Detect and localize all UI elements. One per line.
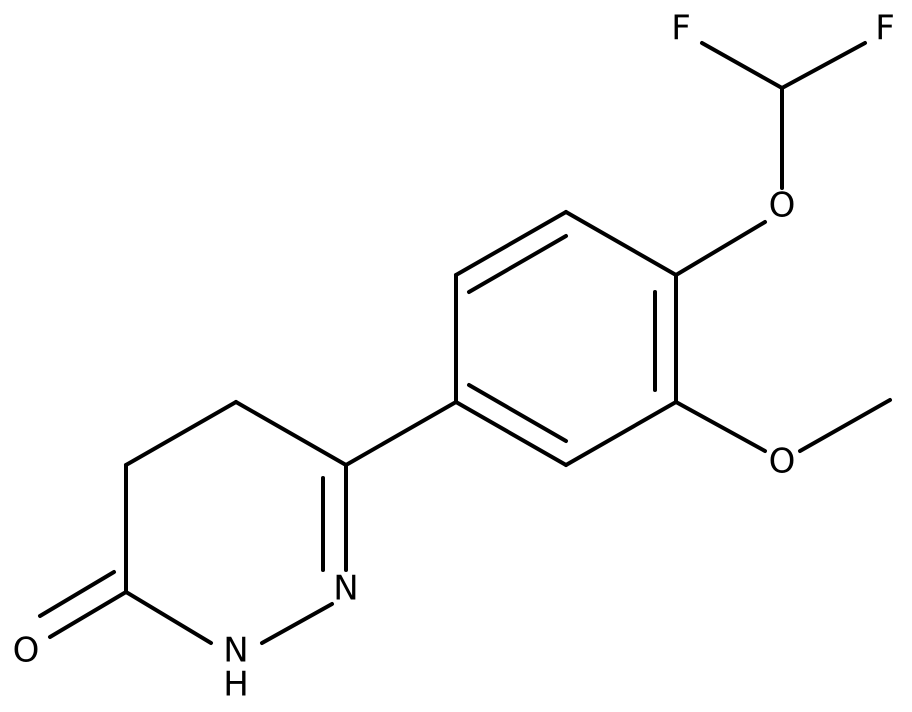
bond-c4-o-methoxy: [674, 400, 767, 453]
bond-f1-chf2: [700, 41, 784, 90]
oxygen-label-methoxy: O: [769, 442, 796, 482]
bond-ar-c5-c6-inner: [467, 383, 568, 443]
bond-ar-c5-c6: [454, 400, 568, 467]
bond-aryl-link: [344, 400, 458, 467]
bond-n2-c3: [124, 590, 213, 645]
hydrogen-label-amide: H: [223, 665, 249, 705]
bond-o-methoxy-ch3: [798, 398, 892, 453]
bond-ar-c4-c5: [564, 400, 678, 467]
bond-ar-c1-c2-inner: [467, 234, 568, 294]
bond-ar-c2-c3: [564, 210, 678, 277]
bond-c5-c4: [124, 400, 238, 467]
oxygen-label-ether: O: [769, 186, 796, 226]
fluorine-label-right: F: [875, 9, 895, 49]
bond-o-ether-c4: [674, 220, 767, 277]
bond-n1-n2: [260, 602, 334, 645]
nitrogen-label-amide: N: [223, 631, 248, 671]
bond-c6-c5: [234, 400, 348, 467]
oxygen-label-carbonyl: O: [13, 631, 40, 671]
nitrogen-label-imine: N: [333, 569, 358, 609]
bond-ar-c1-c2: [454, 210, 568, 277]
bond-c3-o-carbonyl-a: [48, 590, 128, 639]
bond-chf2-f2: [780, 41, 867, 90]
bond-c3-o-carbonyl-b: [38, 570, 116, 618]
fluorine-label-left: F: [671, 9, 691, 49]
